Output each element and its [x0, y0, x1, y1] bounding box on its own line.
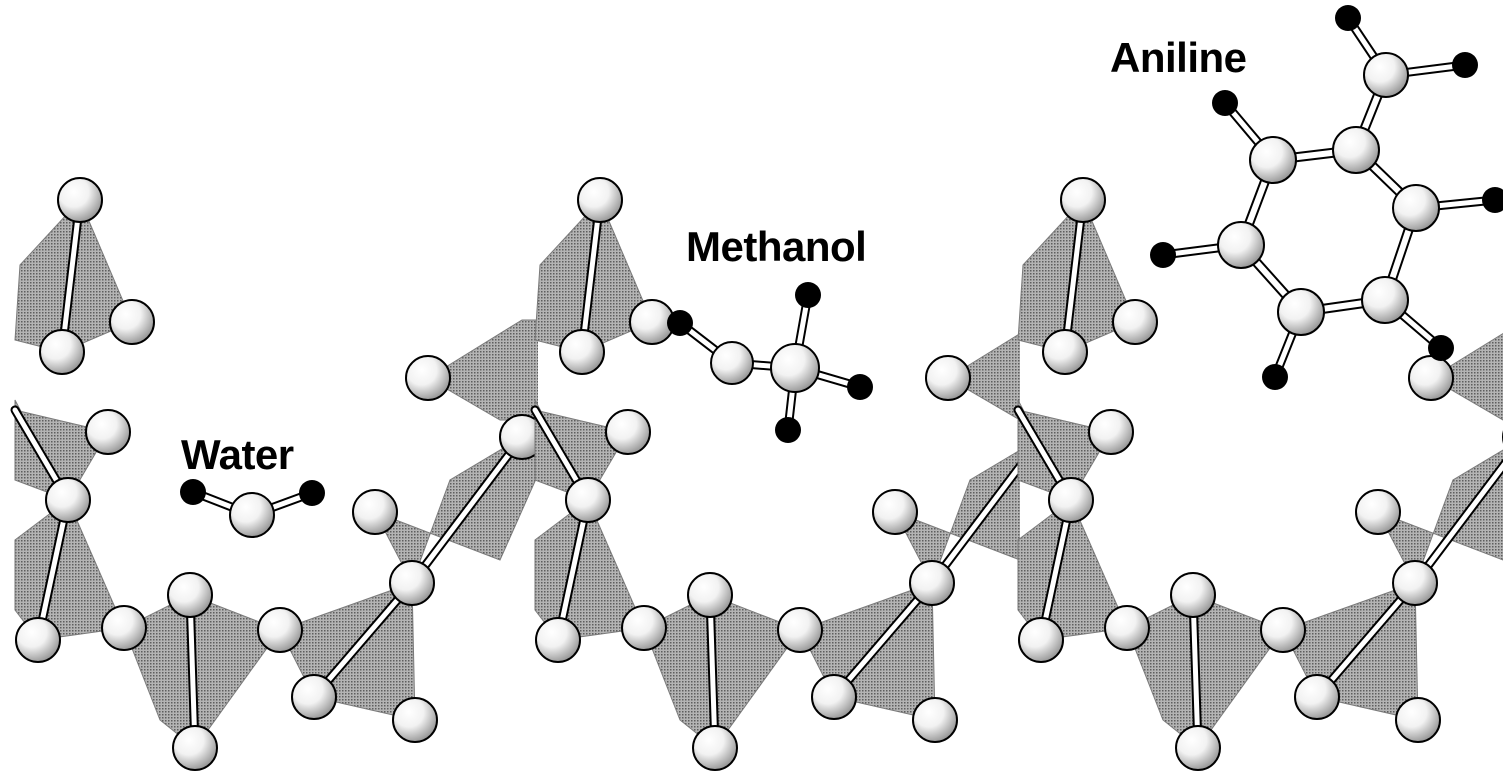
bond [59, 197, 83, 355]
oxygen-atom [770, 343, 820, 393]
oxygen-atom [39, 329, 85, 375]
oxygen-atom [1294, 674, 1340, 720]
bond [311, 580, 415, 700]
oxygen-atom [1217, 221, 1265, 269]
bond [579, 197, 603, 355]
oxygen-atom [15, 617, 61, 663]
oxygen-atom [101, 605, 147, 651]
oxygen-atom [565, 477, 611, 523]
hydrogen-atom [299, 480, 325, 506]
hydrogen-atom [1212, 90, 1238, 116]
oxygen-atom [777, 607, 823, 653]
hydrogen-atom [795, 282, 821, 308]
oxygen-atom [1060, 177, 1106, 223]
oxygen-atom [1361, 276, 1409, 324]
hydrogen-atom [1335, 5, 1361, 31]
oxygen-atom [1363, 52, 1409, 98]
oxygen-atom [1088, 409, 1134, 455]
aniline-label: Aniline [1110, 34, 1247, 81]
oxygen-atom [1104, 605, 1150, 651]
oxygen-atom [405, 355, 451, 401]
bond [1190, 592, 1201, 751]
oxygen-atom [621, 605, 667, 651]
bond [707, 592, 718, 751]
oxygen-atom [1048, 477, 1094, 523]
oxygen-atom [1392, 560, 1438, 606]
hydrogen-atom [1150, 242, 1176, 268]
bond [1062, 197, 1086, 355]
tetrahedron-face [1430, 332, 1503, 421]
bond [409, 434, 525, 586]
oxygen-atom [1042, 329, 1088, 375]
oxygen-atom [1260, 607, 1306, 653]
oxygen-atom [45, 477, 91, 523]
oxygen-atom [1175, 725, 1221, 771]
oxygen-atom [710, 341, 754, 385]
aniline-molecule [1150, 5, 1503, 390]
tetrahedron-face [427, 319, 538, 421]
oxygen-atom [167, 572, 213, 618]
oxygen-atom [1355, 489, 1401, 535]
bond [1314, 580, 1418, 700]
oxygen-atom [909, 560, 955, 606]
oxygen-atom [577, 177, 623, 223]
aniline-panel: Aniline [1003, 0, 1503, 780]
hydrogen-atom [1452, 52, 1478, 78]
hydrogen-atom [180, 479, 206, 505]
bond [555, 497, 591, 643]
tetrahedron-face [947, 332, 1020, 421]
oxygen-atom [559, 329, 605, 375]
oxygen-atom [257, 607, 303, 653]
oxygen-atom [1112, 299, 1158, 345]
oxygen-atom [1395, 697, 1441, 743]
bond [1038, 497, 1074, 643]
water-panel: Water [0, 0, 538, 780]
hydrogen-atom [1262, 364, 1288, 390]
oxygen-atom [1018, 617, 1064, 663]
hydrogen-atom [775, 417, 801, 443]
bond [35, 497, 71, 643]
framework-structure [1013, 177, 1503, 771]
oxygen-atom [1170, 572, 1216, 618]
oxygen-atom [1332, 126, 1380, 174]
bond [1412, 462, 1503, 586]
oxygen-atom [1249, 136, 1297, 184]
oxygen-atom [392, 697, 438, 743]
hydrogen-atom [667, 310, 693, 336]
oxygen-atom [229, 492, 275, 538]
oxygen-atom [811, 674, 857, 720]
hydrogen-atom [1428, 335, 1454, 361]
oxygen-atom [1277, 288, 1325, 336]
oxygen-atom [925, 355, 971, 401]
oxygen-atom [85, 409, 131, 455]
methanol-label: Methanol [686, 223, 867, 270]
methanol-molecule [667, 282, 873, 443]
oxygen-atom [912, 697, 958, 743]
bond [831, 580, 935, 700]
oxygen-atom [109, 299, 155, 345]
hydrogen-atom [1482, 187, 1503, 213]
oxygen-atom [352, 489, 398, 535]
oxygen-atom [1392, 184, 1440, 232]
framework-structure [530, 177, 1020, 771]
water-label: Water [181, 431, 294, 478]
oxygen-atom [172, 725, 218, 771]
water-molecule [180, 479, 325, 538]
oxygen-atom [499, 414, 538, 460]
oxygen-atom [692, 725, 738, 771]
framework-structure [10, 177, 538, 771]
bond [929, 462, 1020, 586]
oxygen-atom [605, 409, 651, 455]
bond [187, 592, 198, 751]
methanol-panel: Methanol [520, 0, 1020, 780]
oxygen-atom [291, 674, 337, 720]
oxygen-atom [687, 572, 733, 618]
oxygen-atom [535, 617, 581, 663]
hydrogen-atom [847, 374, 873, 400]
oxygen-atom [57, 177, 103, 223]
oxygen-atom [389, 560, 435, 606]
oxygen-atom [872, 489, 918, 535]
